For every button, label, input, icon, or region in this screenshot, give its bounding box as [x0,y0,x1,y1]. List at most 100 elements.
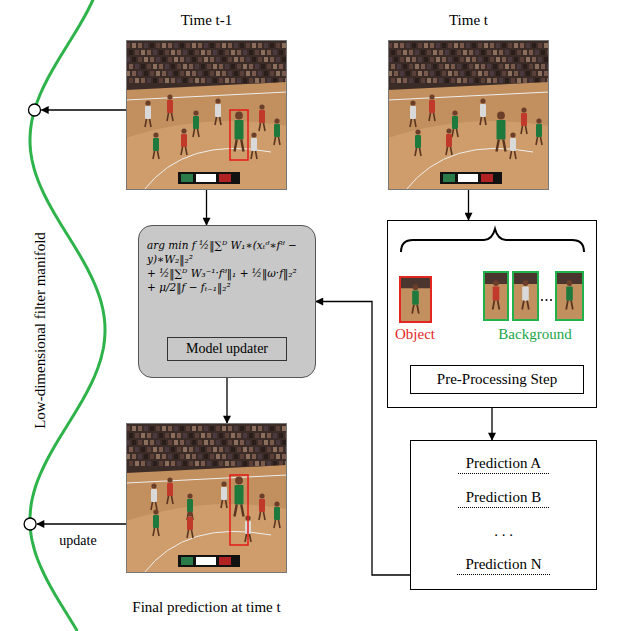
crowd-person [451,78,455,83]
crowd-person [505,64,509,69]
crowd-person [141,78,145,83]
player-leg [167,113,169,121]
crowd-person [183,78,187,83]
patch-border [484,272,508,320]
crowd-person [252,426,256,431]
crowd-person [424,43,428,48]
player-head [452,110,457,115]
crowd-person [282,426,286,431]
player-leg [410,119,412,127]
scoreboard-team [181,174,193,182]
patch-border [513,272,538,320]
crowd-person [270,426,274,431]
crowd-person [129,50,133,55]
crowd-person [222,43,226,48]
manifold-point [29,104,41,116]
crowd-person [403,50,407,55]
crowd-person [511,78,515,83]
crowd-person [415,50,419,55]
crowd-person [457,78,461,83]
crowd-person [445,64,449,69]
crowd-person [493,78,497,83]
crowd-person [264,440,268,445]
player-head [145,100,150,105]
crowd-person [207,433,211,438]
crowd-person [430,57,434,62]
crowd-person [427,64,431,69]
player-leg [192,530,194,538]
crowd-person [439,78,443,83]
player-leg [158,528,160,536]
crowd-person [162,71,166,76]
crowd-person [231,50,235,55]
player-leg [150,119,152,127]
player-head [446,128,451,133]
crowd-person [412,71,416,76]
crowd-person [261,433,265,438]
player-leg [279,137,281,145]
crowd-person [129,433,133,438]
player-leg [167,496,169,504]
crowd-person [189,461,193,466]
objective-function: arg min f ½‖∑ᴰ W₁∗(xₜᵈ∗fᵈ − y)∗W₂‖₂²+ ½‖… [147,238,307,294]
crowd-person [255,78,259,83]
crowd-person [201,433,205,438]
crowd-person [198,57,202,62]
crowd-person [454,71,458,76]
crowd-person [198,43,202,48]
crowd-person [135,64,139,69]
crowd-person [159,447,163,452]
crowd-person [165,50,169,55]
player-head [167,94,172,99]
manifold-point [24,518,36,530]
crowd-person [216,71,220,76]
crowd-person [219,64,223,69]
player-leg [186,147,188,155]
crowd-person [418,71,422,76]
player-leg [145,119,147,127]
crowd-person [442,71,446,76]
crowd-person [279,433,283,438]
player-head [251,132,256,137]
crowd-person [156,426,160,431]
crowd-person [391,78,395,83]
player-body [274,507,280,520]
player-leg [527,301,529,310]
player-head [274,118,279,123]
crowd-person [442,43,446,48]
crowd-person [261,461,265,466]
crowd-person [222,426,226,431]
crowd-person [189,433,193,438]
crowd-person [144,454,148,459]
player-leg [250,534,252,542]
crowd-person [415,78,419,83]
scoreboard-team [219,174,231,182]
crowd-person [517,78,521,83]
crowd-person [394,43,398,48]
player-leg [245,534,247,542]
player-body [493,286,500,300]
crowd-person [174,454,178,459]
crowd-person [150,57,154,62]
crowd-person [162,440,166,445]
scoreboard [440,172,502,184]
crowd-person [162,426,166,431]
crowd-person [394,57,398,62]
crowd-person [165,78,169,83]
crowd-person [243,433,247,438]
crowd-person [216,454,220,459]
crowd-person [255,447,259,452]
crowd-person [529,78,533,83]
player-leg [172,496,174,504]
crowd-person [255,64,259,69]
crowd-person [231,447,235,452]
crowd-person [132,454,136,459]
crowd-person [475,50,479,55]
player-body [193,116,199,129]
crowd-person [222,454,226,459]
step-label: Pre-Processing Step [410,365,584,394]
crowd-person [204,454,208,459]
crowd-person [502,71,506,76]
crowd-person [490,71,494,76]
crowd-person [132,71,136,76]
